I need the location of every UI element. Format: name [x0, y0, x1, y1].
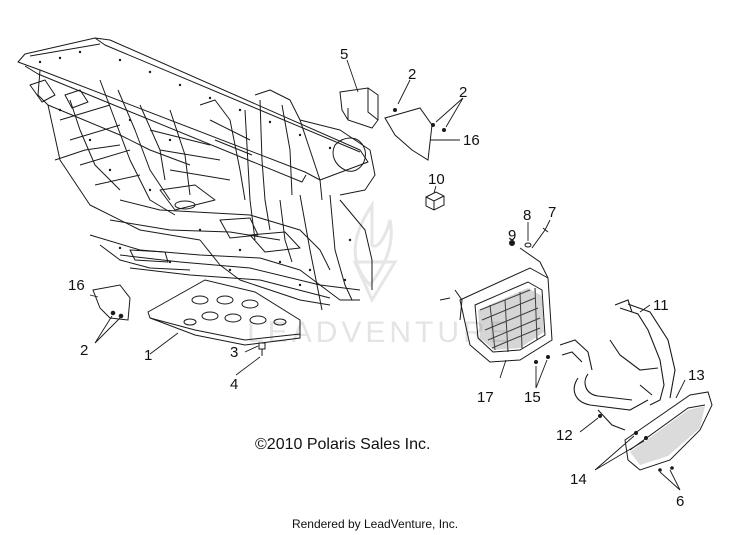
- callout-5: 5: [340, 46, 349, 63]
- callout-17: 17: [477, 389, 494, 406]
- part-16-upper-shield: [384, 107, 433, 161]
- part-5-bracket: [339, 87, 379, 129]
- callout-1: 1: [144, 347, 153, 364]
- frame-assembly: [17, 37, 376, 311]
- part-15-fasteners: [534, 355, 550, 364]
- part-13-bumper-skid: [624, 391, 713, 471]
- callout-13: 13: [688, 367, 705, 384]
- part-17-front-grille: [439, 247, 553, 363]
- part-8-washer: [524, 242, 532, 248]
- callout-4: 4: [230, 376, 239, 393]
- flame-logo-icon: [352, 200, 398, 304]
- callout-11: 11: [653, 297, 669, 314]
- callout-15: 15: [524, 389, 541, 406]
- part-1-skid-plate: [147, 279, 301, 346]
- callout-8: 8: [523, 207, 532, 224]
- upper-fasteners: [393, 108, 446, 132]
- callout-3: 3: [230, 344, 239, 361]
- part-9-nut: [509, 240, 515, 246]
- callout-12: 12: [556, 427, 573, 444]
- copyright-text: ©2010 Polaris Sales Inc.: [255, 436, 431, 453]
- callout-2-lower: 2: [80, 342, 89, 359]
- rendered-by-footer: Rendered by LeadVenture, Inc.: [291, 517, 459, 531]
- callout-7: 7: [548, 204, 557, 221]
- callout-2-upper-right: 2: [459, 84, 468, 101]
- callout-9: 9: [508, 227, 517, 244]
- part-16-lower-shield: [92, 284, 131, 321]
- part-11-front-bumper: [559, 299, 676, 431]
- frame-rivet-dots: [38, 50, 352, 287]
- callout-14: 14: [570, 471, 587, 488]
- callout-10: 10: [428, 171, 445, 188]
- grille-mesh-fill: [478, 288, 544, 350]
- part-10-block: [425, 191, 445, 211]
- callout-16-upper: 16: [463, 132, 480, 149]
- callout-2-upper: 2: [408, 66, 417, 83]
- callout-leader-lines: [89, 59, 686, 491]
- callout-6: 6: [676, 493, 685, 510]
- part-3-4-fastener: [258, 342, 266, 356]
- part-7-bolt: [531, 227, 549, 249]
- skid-plate-fill: [630, 406, 705, 465]
- callout-16-lower: 16: [68, 277, 85, 294]
- part-12-14-fasteners: [598, 414, 674, 472]
